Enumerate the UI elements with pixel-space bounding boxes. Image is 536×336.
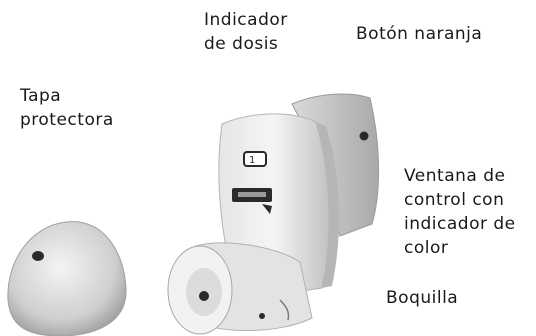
- cap-hole-icon: [32, 251, 44, 261]
- dose-indicator-label: Indicador de dosis: [204, 8, 288, 56]
- orange-button-label: Botón naranja: [356, 22, 482, 46]
- dose-indicator-label-line2: de dosis: [204, 34, 279, 54]
- mouthpiece-hole-icon: [199, 291, 209, 301]
- control-window-label-line3: indicador de: [404, 214, 516, 234]
- svg-text:1: 1: [249, 155, 255, 166]
- mouthpiece-label: Boquilla: [386, 286, 458, 310]
- dose-indicator-label-line1: Indicador: [204, 10, 288, 30]
- control-window-label: Ventana de control con indicador de colo…: [404, 164, 516, 260]
- orange-button-label-line1: Botón naranja: [356, 24, 483, 44]
- protective-cap-shape: [7, 221, 127, 336]
- control-window-label-line4: color: [404, 238, 449, 258]
- protective-cap-label-line1: Tapa: [20, 86, 62, 106]
- control-window-label-line2: control con: [404, 190, 505, 210]
- protective-cap-label: Tapa protectora: [20, 84, 114, 132]
- button-dot-icon: [359, 131, 369, 141]
- protective-cap-label-line2: protectora: [20, 110, 114, 130]
- mouthpiece-shape: [167, 242, 313, 335]
- mouthpiece-label-line1: Boquilla: [386, 288, 459, 308]
- dose-indicator-window: [243, 151, 267, 167]
- control-window-label-line1: Ventana de: [404, 166, 506, 186]
